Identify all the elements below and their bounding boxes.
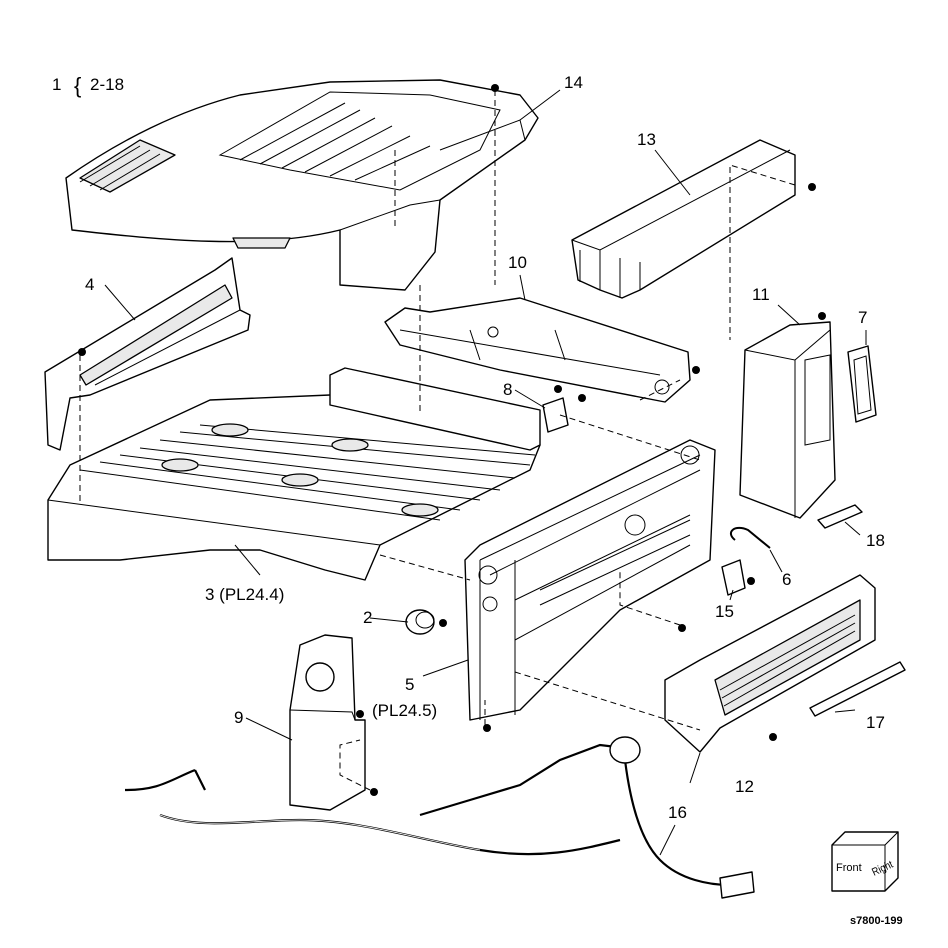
callout-8: 8 bbox=[503, 380, 512, 399]
part-13-right-top-cover bbox=[571, 139, 796, 299]
callout-5-ref: (PL24.5) bbox=[372, 701, 437, 720]
screw-icon bbox=[769, 733, 777, 741]
part-5-drive-frame bbox=[464, 439, 716, 721]
callout-10: 10 bbox=[508, 253, 527, 272]
screw-icon bbox=[818, 312, 826, 320]
assembly-brace: { bbox=[74, 73, 81, 98]
assembly-dash-lines bbox=[79, 90, 796, 791]
screw-icon bbox=[491, 84, 499, 92]
part-2-knob bbox=[405, 609, 435, 635]
callout-labels: 2 3 (PL24.4) 4 5 (PL24.5) 6 7 8 9 10 11 … bbox=[85, 73, 885, 822]
part-8-small-bracket bbox=[542, 397, 569, 433]
assembly-number: 1 bbox=[52, 75, 61, 94]
screw-icon bbox=[747, 577, 755, 585]
assembly-header: 1 { 2-18 bbox=[52, 73, 124, 98]
part-4-left-guide bbox=[44, 257, 251, 451]
screw-icon bbox=[554, 385, 562, 393]
part-17-strip bbox=[809, 661, 906, 717]
screw-icon bbox=[483, 724, 491, 732]
callout-5: 5 bbox=[405, 675, 414, 694]
callout-14: 14 bbox=[564, 73, 583, 92]
callout-6: 6 bbox=[782, 570, 791, 589]
figure-id: s7800-199 bbox=[850, 915, 903, 927]
part-11-right-side-box bbox=[739, 321, 836, 519]
part-10-rear-plate bbox=[384, 297, 691, 403]
screw-icon bbox=[678, 624, 686, 632]
callout-15: 15 bbox=[715, 602, 734, 621]
callout-12: 12 bbox=[735, 777, 754, 796]
orientation-cube: Front Right bbox=[831, 831, 899, 892]
screw-icon bbox=[78, 348, 86, 356]
screw-icon bbox=[578, 394, 586, 402]
screw-icon bbox=[370, 788, 378, 796]
callout-11: 11 bbox=[752, 285, 770, 304]
callout-9: 9 bbox=[234, 708, 243, 727]
part-18-bar bbox=[817, 504, 863, 529]
callout-17: 17 bbox=[866, 713, 885, 732]
part-12-front-cover bbox=[664, 574, 876, 753]
screw-icon bbox=[439, 619, 447, 627]
part-14-top-cover bbox=[65, 79, 539, 291]
screw-icon bbox=[356, 710, 364, 718]
part-16-wire-harness bbox=[124, 736, 755, 899]
callout-2: 2 bbox=[363, 608, 372, 627]
callout-4: 4 bbox=[85, 275, 94, 294]
part-7-bracket-frame bbox=[847, 345, 877, 423]
callout-18: 18 bbox=[866, 531, 885, 550]
part-6-spring bbox=[729, 526, 771, 549]
screw-icon bbox=[808, 183, 816, 191]
callout-16: 16 bbox=[668, 803, 687, 822]
callout-3: 3 (PL24.4) bbox=[205, 585, 284, 604]
part-15-bracket bbox=[721, 559, 746, 596]
assembly-range: 2-18 bbox=[90, 75, 124, 94]
callout-7: 7 bbox=[858, 308, 867, 327]
cube-front-label: Front bbox=[836, 862, 862, 874]
screw-icon bbox=[692, 366, 700, 374]
part-3-output-tray bbox=[47, 367, 541, 581]
leader-lines bbox=[104, 89, 867, 856]
callout-13: 13 bbox=[637, 130, 656, 149]
part-9-side-cover bbox=[289, 634, 366, 811]
screws bbox=[78, 84, 826, 796]
